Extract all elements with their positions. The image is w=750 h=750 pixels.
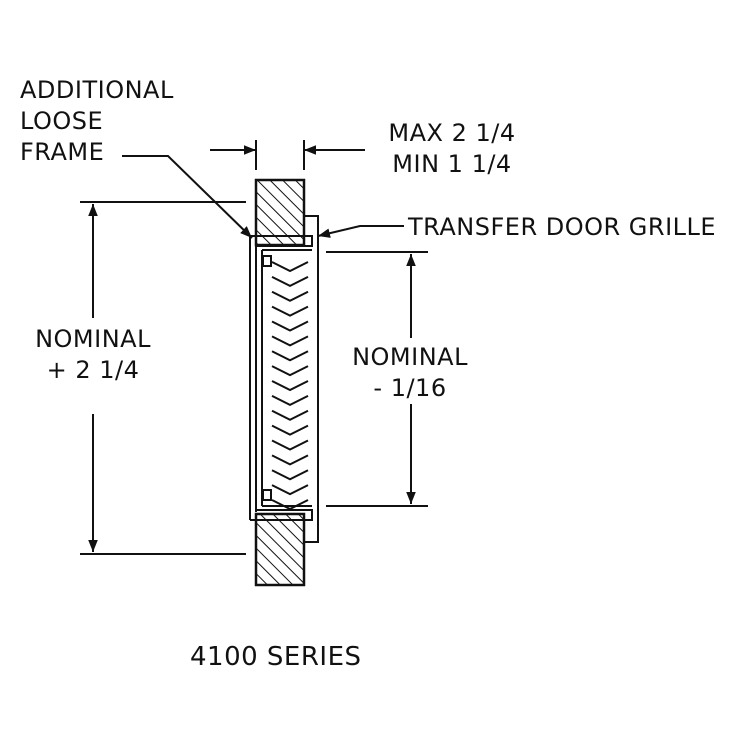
loose-frame-line-2: LOOSE <box>20 107 104 135</box>
louver-blade <box>271 365 309 377</box>
series-title: 4100 SERIES <box>190 642 362 672</box>
inner-dimension <box>326 251 428 507</box>
louver-blade <box>271 454 309 466</box>
outer-dimension-line-2: + 2 1/4 <box>46 356 140 384</box>
louver-blade <box>271 275 309 287</box>
frame-depth-min: MIN 1 1/4 <box>392 150 512 178</box>
inner-dimension-label: NOMINAL - 1/16 <box>330 342 490 404</box>
door-bottom-section <box>254 512 306 587</box>
loose-frame-line-1: ADDITIONAL <box>20 76 174 104</box>
louver-blades <box>271 261 309 511</box>
grille-leader <box>317 225 404 238</box>
loose-frame <box>249 235 313 521</box>
loose-frame-line-3: FRAME <box>20 138 105 166</box>
outer-dimension-label: NOMINAL + 2 1/4 <box>8 324 178 386</box>
frame-depth-max: MAX 2 1/4 <box>388 119 516 147</box>
frame-depth-label: MAX 2 1/4 MIN 1 1/4 <box>372 118 532 180</box>
louver-blade <box>271 350 309 362</box>
louver-blade <box>271 409 309 421</box>
depth-dimension <box>210 140 365 170</box>
louver-blade <box>271 305 309 317</box>
outer-dimension <box>80 201 246 555</box>
louver-blade <box>271 335 309 347</box>
louver-blade <box>271 394 309 406</box>
louver-blade <box>271 424 309 436</box>
louver-blade <box>271 439 309 451</box>
loose-frame-leader <box>122 155 253 239</box>
grille-label: TRANSFER DOOR GRILLE <box>408 213 717 241</box>
outer-dimension-line-1: NOMINAL <box>35 325 151 353</box>
louver-blade <box>271 261 309 273</box>
loose-frame-label: ADDITIONAL LOOSE FRAME <box>20 75 174 168</box>
louver-blade <box>271 380 309 392</box>
louver-blade <box>271 469 309 481</box>
grille-frame <box>261 215 319 543</box>
louver-blade <box>271 499 309 511</box>
louver-blade <box>271 290 309 302</box>
louver-blade <box>271 320 309 332</box>
inner-dimension-line-1: NOMINAL <box>352 343 468 371</box>
inner-dimension-line-2: - 1/16 <box>373 374 447 402</box>
louver-blade <box>271 484 309 496</box>
